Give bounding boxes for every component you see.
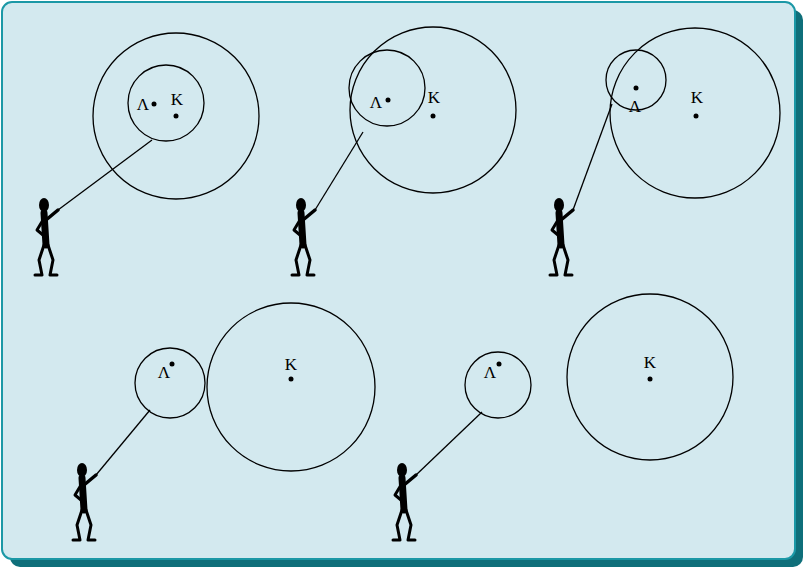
panel	[2, 2, 795, 559]
circle-line	[135, 348, 205, 418]
stick-figures	[35, 198, 573, 540]
center-dots	[152, 86, 699, 382]
point-label: Λ	[158, 364, 170, 381]
circle-line	[93, 33, 259, 199]
circle-shape: Κ	[207, 303, 375, 471]
point-label: Λ	[370, 94, 382, 111]
circle-line	[567, 294, 733, 460]
circle-shape: Λ	[128, 65, 204, 141]
circle-outline	[135, 348, 205, 418]
point-label: Κ	[428, 89, 440, 106]
circle-shape: Λ	[135, 348, 205, 418]
point-label: Λ	[137, 96, 149, 113]
circle-line	[349, 50, 425, 126]
circle-outline	[207, 303, 375, 471]
circle-outline	[567, 294, 733, 460]
point-label: Κ	[285, 356, 297, 373]
circle-outline	[93, 33, 259, 199]
point-label: Κ	[171, 91, 183, 108]
circle-line	[465, 352, 531, 418]
circle-outline	[349, 50, 425, 126]
point-label: Λ	[629, 98, 641, 115]
circle-line	[207, 303, 375, 471]
circle-shape: Κ	[567, 294, 733, 460]
circle-shape: ΚΛ	[93, 33, 259, 199]
circle-line	[610, 28, 780, 198]
point-label: Κ	[691, 89, 703, 106]
circle-shape: Λ	[606, 50, 666, 110]
circle-shape: Κ	[610, 28, 780, 198]
point-label: Λ	[484, 364, 496, 381]
circle-outline	[465, 352, 531, 418]
point-label: Κ	[644, 354, 656, 371]
circle-shape: Λ	[465, 352, 531, 418]
circle-shape: ΚΛ	[350, 27, 516, 193]
pointer-lines	[58, 104, 612, 475]
circle-line	[350, 27, 516, 193]
circle-line	[128, 65, 204, 141]
circle-outline	[610, 28, 780, 198]
circle-shape: Λ	[349, 50, 425, 126]
